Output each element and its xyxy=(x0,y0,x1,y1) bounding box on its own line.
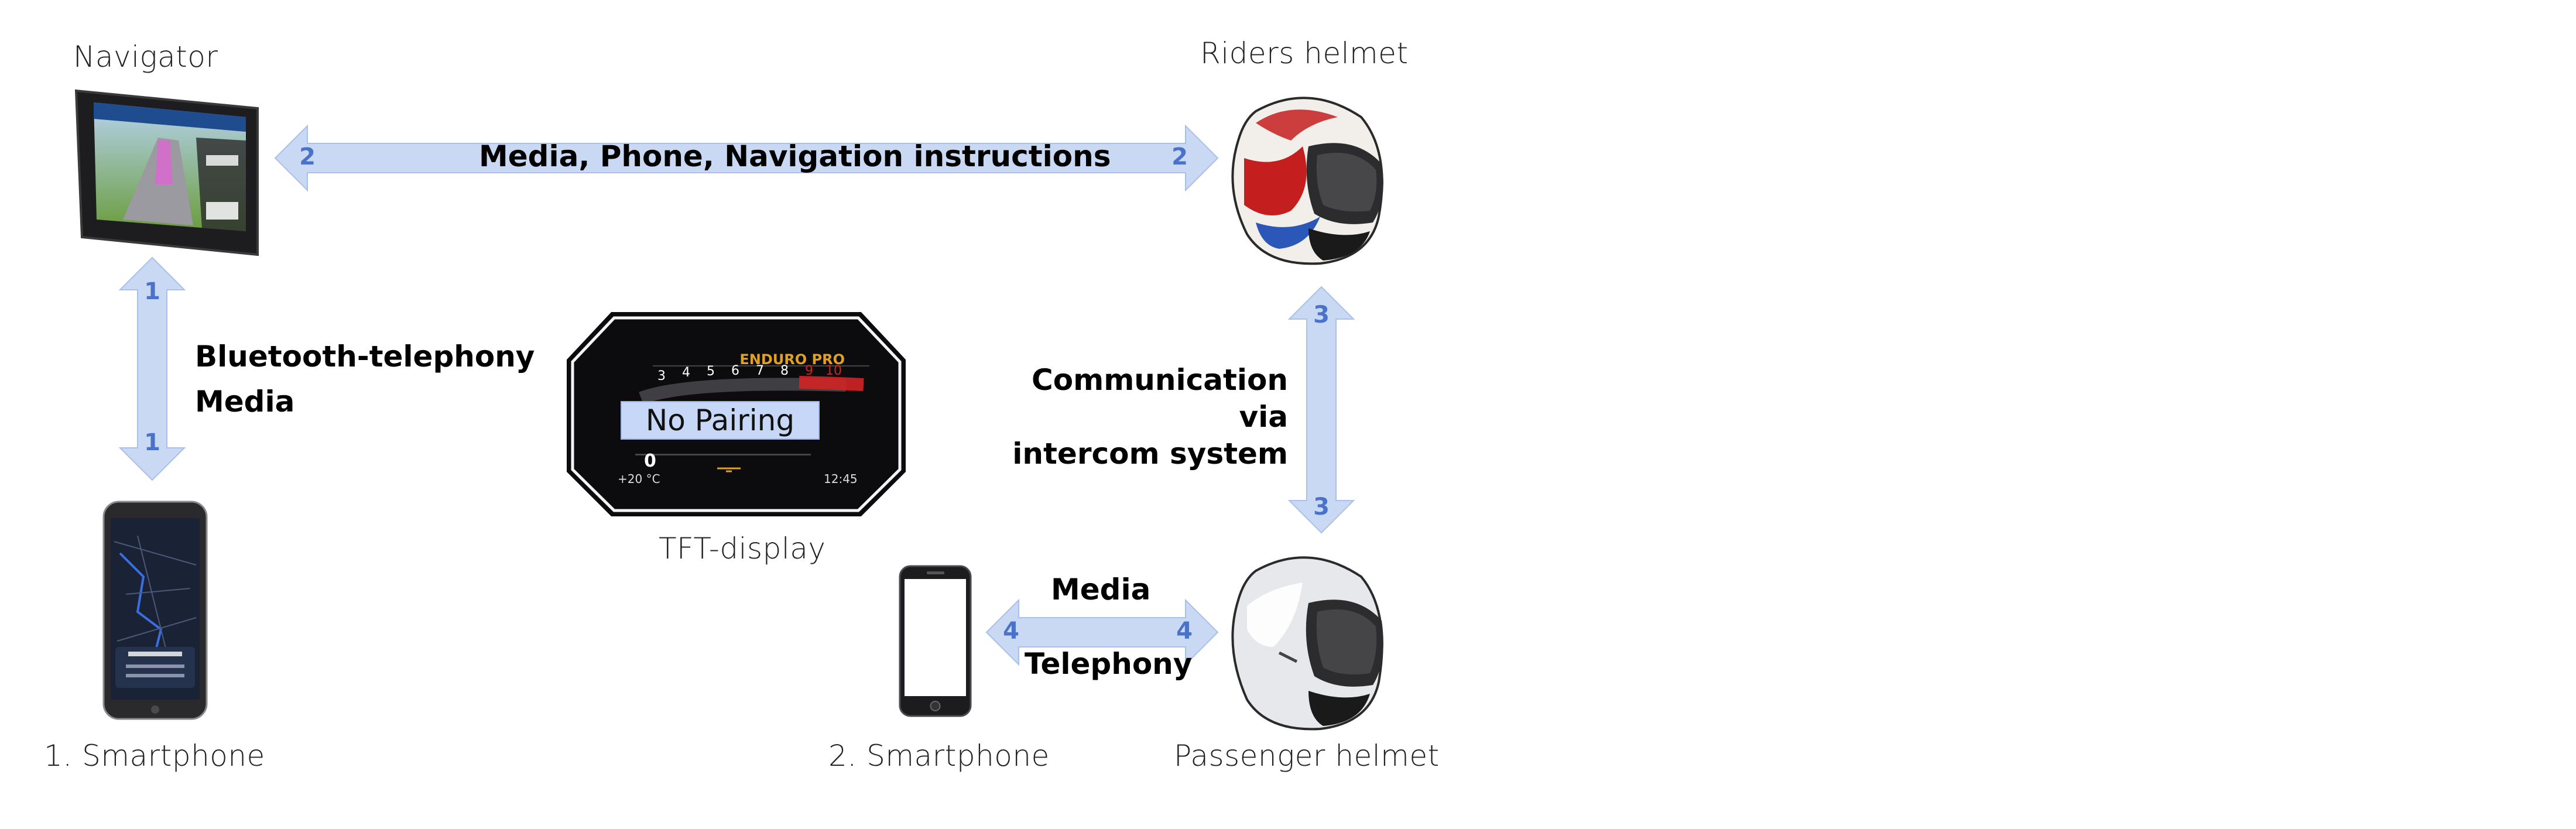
link-number-1-top: 1 xyxy=(144,278,160,305)
passenger-helmet-label: Passenger helmet xyxy=(1174,739,1440,773)
link-label-helmets-2: via xyxy=(1239,400,1288,434)
tft-temperature: +20 °C xyxy=(618,472,660,486)
link-label-nav-helmet: Media, Phone, Navigation instructions xyxy=(479,139,1111,173)
navigator-device xyxy=(70,85,263,261)
rpm-tick: 4 xyxy=(682,365,690,380)
link-number-2-right: 2 xyxy=(1171,143,1188,170)
tft-status-banner: No Pairing xyxy=(621,401,820,440)
passenger-helmet-icon xyxy=(1231,556,1383,731)
tft-display-label: TFT-display xyxy=(659,532,826,566)
riders-helmet xyxy=(1221,88,1390,269)
rpm-tick: 5 xyxy=(707,364,715,379)
rpm-tick: 9 xyxy=(805,364,813,378)
tft-display: ENDURO PRO 3 4 5 6 7 8 9 10 No Pairing 0… xyxy=(565,310,907,518)
rpm-tick: 6 xyxy=(731,364,739,378)
tft-rpm-ticks: 3 4 5 6 7 8 9 10 xyxy=(657,364,842,386)
smartphone1 xyxy=(102,501,208,720)
tft-gear-indicator: 0 xyxy=(644,451,656,471)
tft-clock: 12:45 xyxy=(824,472,858,486)
smartphone2-label: 2. Smartphone xyxy=(828,739,1050,773)
link-number-2-left: 2 xyxy=(299,143,316,170)
link-number-1-bottom: 1 xyxy=(144,429,160,456)
smartphone1-icon xyxy=(102,501,208,720)
riders-helmet-label: Riders helmet xyxy=(1200,36,1409,70)
arrow-helmets xyxy=(1287,286,1355,534)
arrow-nav-helmet-shape xyxy=(274,124,1219,192)
link-label-phone2-2: Telephony xyxy=(1025,647,1193,681)
smartphone1-label: 1. Smartphone xyxy=(44,739,265,773)
arrow-nav-phone xyxy=(118,256,186,481)
riders-helmet-icon xyxy=(1231,97,1383,265)
navigator-icon xyxy=(74,89,259,256)
link-label-nav-phone-1: Bluetooth-telephony xyxy=(195,340,535,374)
link-label-phone2-1: Media xyxy=(1051,573,1151,607)
arrow-phone2-passenger xyxy=(985,598,1219,666)
smartphone2-icon xyxy=(899,565,972,717)
rpm-tick: 3 xyxy=(657,369,666,383)
link-number-4-right: 4 xyxy=(1176,618,1193,645)
tft-mode-label: ENDURO PRO xyxy=(739,351,845,368)
rpm-tick: 8 xyxy=(780,364,789,378)
link-label-helmets-1: Communication xyxy=(1032,363,1288,397)
rpm-tick: 7 xyxy=(756,364,764,378)
link-number-4-left: 4 xyxy=(1003,618,1019,645)
link-number-3-bottom: 3 xyxy=(1313,494,1330,520)
navigator-label: Navigator xyxy=(73,40,218,74)
link-number-3-top: 3 xyxy=(1313,302,1330,328)
passenger-helmet xyxy=(1221,547,1390,735)
rpm-tick: 10 xyxy=(825,364,842,378)
link-label-helmets-3: intercom system xyxy=(1012,437,1288,471)
link-label-nav-phone-2: Media xyxy=(195,385,295,419)
smartphone2 xyxy=(899,565,972,717)
